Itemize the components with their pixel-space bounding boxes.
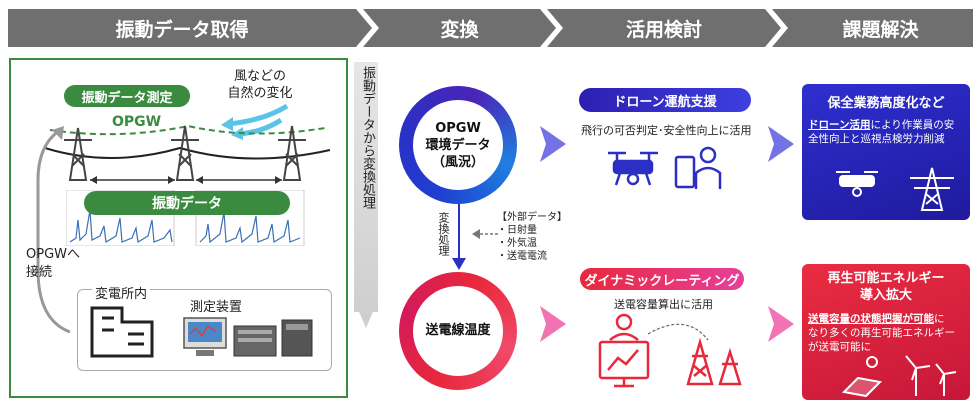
stage-chevron-2 [363,9,556,47]
process-text: 変換処理 [437,212,450,256]
connect-line-1: OPGWへ [26,247,80,262]
weather-line-1: 風などの [233,69,286,84]
env-line-2: 環境データ [425,138,491,153]
chevron-right-icon [540,126,566,162]
maintenance-rest-1: により作業員の安 [870,119,955,131]
maintenance-result-card [802,84,970,220]
external-title: 【外部データ】 [497,212,567,223]
stage-chevron-1 [8,9,372,47]
rating-description: 送電容量算出に活用 [614,298,713,311]
rating-analysis-icon [598,313,742,388]
renewable-rest-2: なり多くの再生可能エネルギー [808,327,955,339]
maintenance-text: ドローン活用により作業員の安 全性向上と巡視点検労力削減 [808,118,966,146]
renewable-title-1: 再生可能エネルギー [827,271,945,286]
env-line-3: （風況） [431,155,484,170]
stage-label-acquire: 振動データ取得 [115,18,249,41]
external-item-temp: ・外気温 [497,238,537,249]
stage-label-usage: 活用検討 [625,18,702,41]
acquisition-panel [9,58,348,398]
drone-operator-icon [608,146,722,189]
weather-text: 風などの 自然の変化 [220,68,300,102]
line-temp-circle-inner [413,286,503,376]
conversion-vertical-text: 振動データから変換処理 [360,66,375,209]
maintenance-highlight: ドローン活用 [808,119,871,131]
line-temp-label: 送電線温度 [425,323,491,338]
weather-line-2: 自然の変化 [227,86,293,101]
renewable-highlight: 送電容量の状態把握が可能 [808,313,934,325]
chevron-right-icon [540,306,566,342]
environment-data-label: OPGW 環境データ （風況） [413,120,503,171]
external-data-list: 【外部データ】 ・日射量 ・外気温 ・送電電流 [497,211,567,263]
env-line-1: OPGW [435,121,481,136]
substation-label: 変電所内 [92,283,151,302]
device-label: 測定装置 [190,300,243,315]
stage-label-solution: 課題解決 [842,18,919,41]
process-down-arrow [452,204,466,270]
stage-chevron-3 [547,9,781,47]
renewable-rest-1: に [934,313,945,325]
conversion-arrow-head [354,300,378,328]
connect-arrow-icon [36,126,71,334]
transmission-towers-icon [44,124,331,184]
drone-description: 飛行の可否判定･安全性向上に活用 [581,124,752,137]
vibration-data-pill: 振動データ [84,191,290,215]
renewable-title-2: 導入拡大 [859,288,912,303]
substation-building-icon [90,306,154,358]
maintenance-title: 保全業務高度化など [827,96,945,111]
connect-text: OPGWへ 接続 [26,246,80,282]
renewable-title: 再生可能エネルギー 導入拡大 [802,270,970,304]
stage-header [8,9,973,47]
chevron-right-icon [768,126,794,162]
stage-chevron-4 [772,9,973,47]
conversion-arrow-body [354,62,378,312]
external-item-current: ・送電電流 [497,251,547,262]
external-dashed-arrow [472,229,498,239]
connect-line-2: 接続 [26,265,53,280]
measurement-device-icon [183,317,313,357]
stage-label-convert: 変換 [440,18,479,41]
environment-data-circle-inner [413,100,503,190]
chevron-right-icon [768,306,794,342]
renewable-text: 送電容量の状態把握が可能に なり多くの再生可能エネルギー が送電可能に [808,312,968,354]
drone-support-pill: ドローン運航支援 [579,88,751,112]
opgw-label: OPGW [112,114,162,130]
drone-tower-icon [836,167,954,211]
renewable-rest-3: が送電可能に [808,341,871,353]
measure-pill: 振動データ測定 [64,85,190,107]
dynamic-rating-pill: ダイナミックレーティング [580,268,744,290]
external-item-solar: ・日射量 [497,225,537,236]
solar-wind-icon [841,355,957,398]
maintenance-rest-2: 全性向上と巡視点検労力削減 [808,133,945,145]
